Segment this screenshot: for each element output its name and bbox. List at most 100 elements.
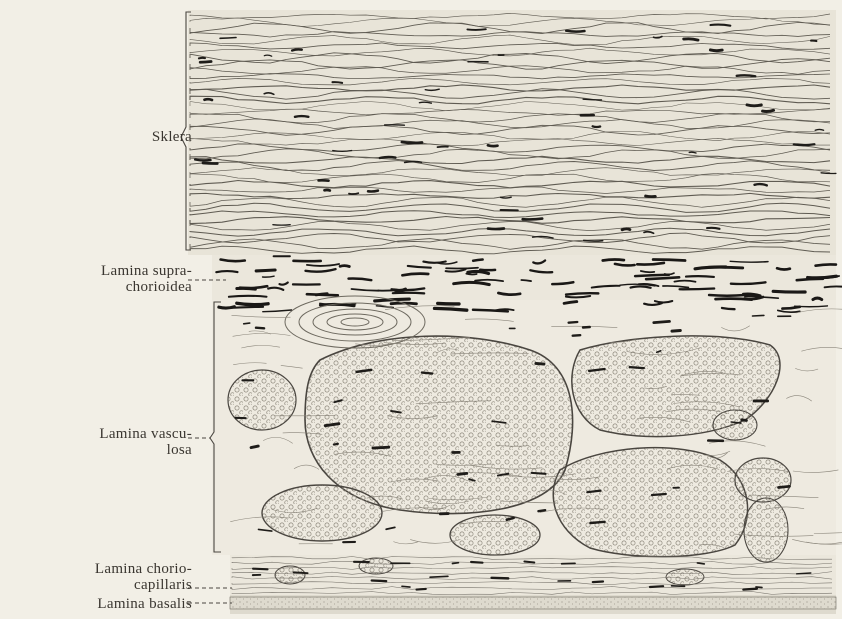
pigment-stroke — [813, 298, 822, 299]
pigment-cell — [325, 424, 339, 426]
pigment-speck — [755, 184, 767, 185]
vessel — [228, 370, 296, 430]
pigment-speck — [593, 126, 601, 127]
capillary-pigment — [593, 582, 603, 583]
vessel — [359, 558, 393, 574]
pigment-speck — [295, 116, 308, 117]
pigment-speck — [195, 160, 210, 161]
pigment-stroke — [438, 303, 459, 304]
pigment-cell — [573, 335, 581, 336]
capillary-pigment — [524, 562, 534, 563]
basal-lamina-band — [230, 597, 836, 609]
pigment-speck — [325, 190, 330, 191]
pigment-stroke — [686, 276, 714, 277]
label-line: Lamina vascu- — [99, 426, 192, 442]
pigment-stroke — [446, 268, 478, 269]
pigment-cell — [779, 486, 790, 487]
pigment-cell — [373, 447, 389, 448]
pigment-cell — [591, 522, 605, 523]
pigment-cell — [672, 331, 680, 332]
pigment-speck — [747, 105, 761, 106]
pigment-stroke — [473, 310, 508, 312]
pigment-stroke — [229, 296, 267, 297]
pigment-stroke — [340, 266, 349, 267]
pigment-stroke — [680, 289, 715, 290]
pigment-stroke — [615, 264, 635, 266]
pigment-cell — [532, 473, 546, 474]
pigment-speck — [368, 191, 378, 192]
pigment-cell — [583, 327, 590, 328]
pigment-stroke — [435, 308, 467, 310]
pigment-speck — [203, 163, 217, 164]
pigment-speck — [794, 144, 815, 145]
vessel — [275, 566, 305, 584]
pigment-speck — [200, 62, 211, 63]
pigment-cell — [652, 494, 666, 495]
pigment-speck — [333, 82, 343, 83]
label-line: Lamina chorio- — [95, 561, 192, 577]
pigment-stroke — [216, 271, 237, 272]
pigment-stroke — [695, 267, 726, 269]
capillary-pigment — [650, 586, 663, 587]
pigment-speck — [710, 50, 722, 51]
pigment-cell — [256, 328, 264, 329]
label-lamina-suprachorioidea: Lamina supra- chorioidea — [101, 263, 192, 295]
pigment-speck — [821, 173, 836, 174]
pigment-cell — [569, 322, 578, 323]
pigment-cell — [536, 363, 544, 364]
pigment-stroke — [393, 293, 424, 294]
pigment-speck — [292, 49, 302, 50]
label-lamina-choriocapillaris: Lamina chorio- capillaris — [95, 561, 192, 593]
vessel — [262, 485, 382, 541]
pigment-cell — [244, 323, 250, 324]
pigment-cell — [251, 446, 258, 448]
pigment-stroke — [225, 307, 263, 308]
capillary-pigment — [797, 573, 811, 574]
pigment-stroke — [716, 299, 752, 300]
pigment-speck — [349, 193, 358, 194]
pigment-stroke — [256, 270, 275, 271]
pigment-stroke — [402, 274, 428, 276]
pigment-stroke — [808, 276, 837, 278]
capillary-pigment — [453, 563, 459, 564]
label-line: capillaris — [95, 577, 192, 593]
pigment-speck — [566, 31, 584, 32]
pigment-stroke — [564, 302, 577, 304]
pigment-stroke — [466, 274, 476, 275]
pigment-speck — [763, 110, 774, 111]
label-lamina-basalis: Lamina basalis — [97, 596, 192, 612]
label-line: Lamina basalis — [97, 596, 192, 612]
pigment-speck — [488, 229, 504, 230]
pigment-stroke — [603, 259, 624, 260]
pigment-stroke — [473, 260, 482, 261]
pigment-speck — [684, 39, 698, 40]
pigment-cell — [422, 373, 432, 374]
capillary-pigment — [697, 563, 704, 564]
pigment-cell — [630, 367, 644, 368]
pigment-stroke — [709, 295, 745, 296]
pigment-stroke — [773, 291, 805, 292]
pigment-cell — [507, 518, 514, 520]
pigment-stroke — [653, 260, 685, 261]
pigment-stroke — [744, 294, 761, 296]
pigment-cell — [538, 510, 545, 511]
pigment-speck — [380, 157, 396, 158]
label-line: chorioidea — [101, 279, 192, 295]
label-lamina-vasculosa: Lamina vascu- losa — [99, 426, 192, 458]
vessel — [713, 410, 757, 440]
capillary-pigment — [743, 589, 757, 590]
pigment-speck — [707, 228, 719, 229]
pigment-cell — [458, 473, 467, 474]
pigment-speck — [220, 38, 236, 39]
pigment-stroke — [777, 268, 790, 269]
vessel — [553, 448, 747, 557]
capillary-pigment — [372, 581, 387, 582]
pigment-speck — [467, 29, 485, 30]
label-line: Sklera — [152, 129, 192, 145]
capillary-pigment — [471, 562, 482, 563]
pigment-stroke — [237, 303, 268, 304]
pigment-cell — [731, 422, 741, 423]
capillary-pigment — [672, 586, 685, 587]
capillary-pigment — [402, 586, 410, 587]
